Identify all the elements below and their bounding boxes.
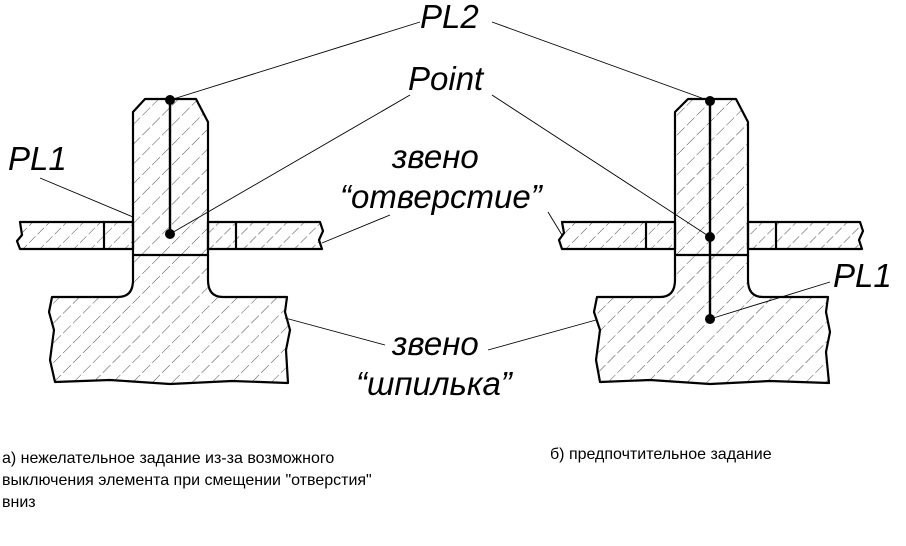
figure-a [15, 95, 325, 386]
label-pl2: PL2 [420, 0, 479, 35]
label-pin-line2: “шпилька” [356, 365, 514, 402]
pin-stem-b [673, 97, 750, 255]
caption-a: а) нежелательное задание из-за возможног… [2, 450, 372, 511]
label-pl1-right: PL1 [833, 257, 892, 294]
pin-base-a [47, 253, 292, 386]
caption-b: б) предпочтительное задание [550, 446, 772, 463]
figure-b [557, 96, 865, 386]
label-hole-line1: звено [391, 138, 479, 175]
hole-plate-left-a [15, 220, 135, 251]
label-point: Point [408, 60, 485, 97]
hole-plate-right-a [206, 220, 325, 251]
leader-lines [39, 21, 831, 351]
label-pl1-left: PL1 [8, 140, 67, 177]
hole-plate-right-b [746, 220, 865, 251]
label-pin-line1: звено [391, 325, 479, 362]
label-hole-line2: “отверстие” [340, 178, 544, 215]
hole-plate-left-b [557, 220, 677, 251]
